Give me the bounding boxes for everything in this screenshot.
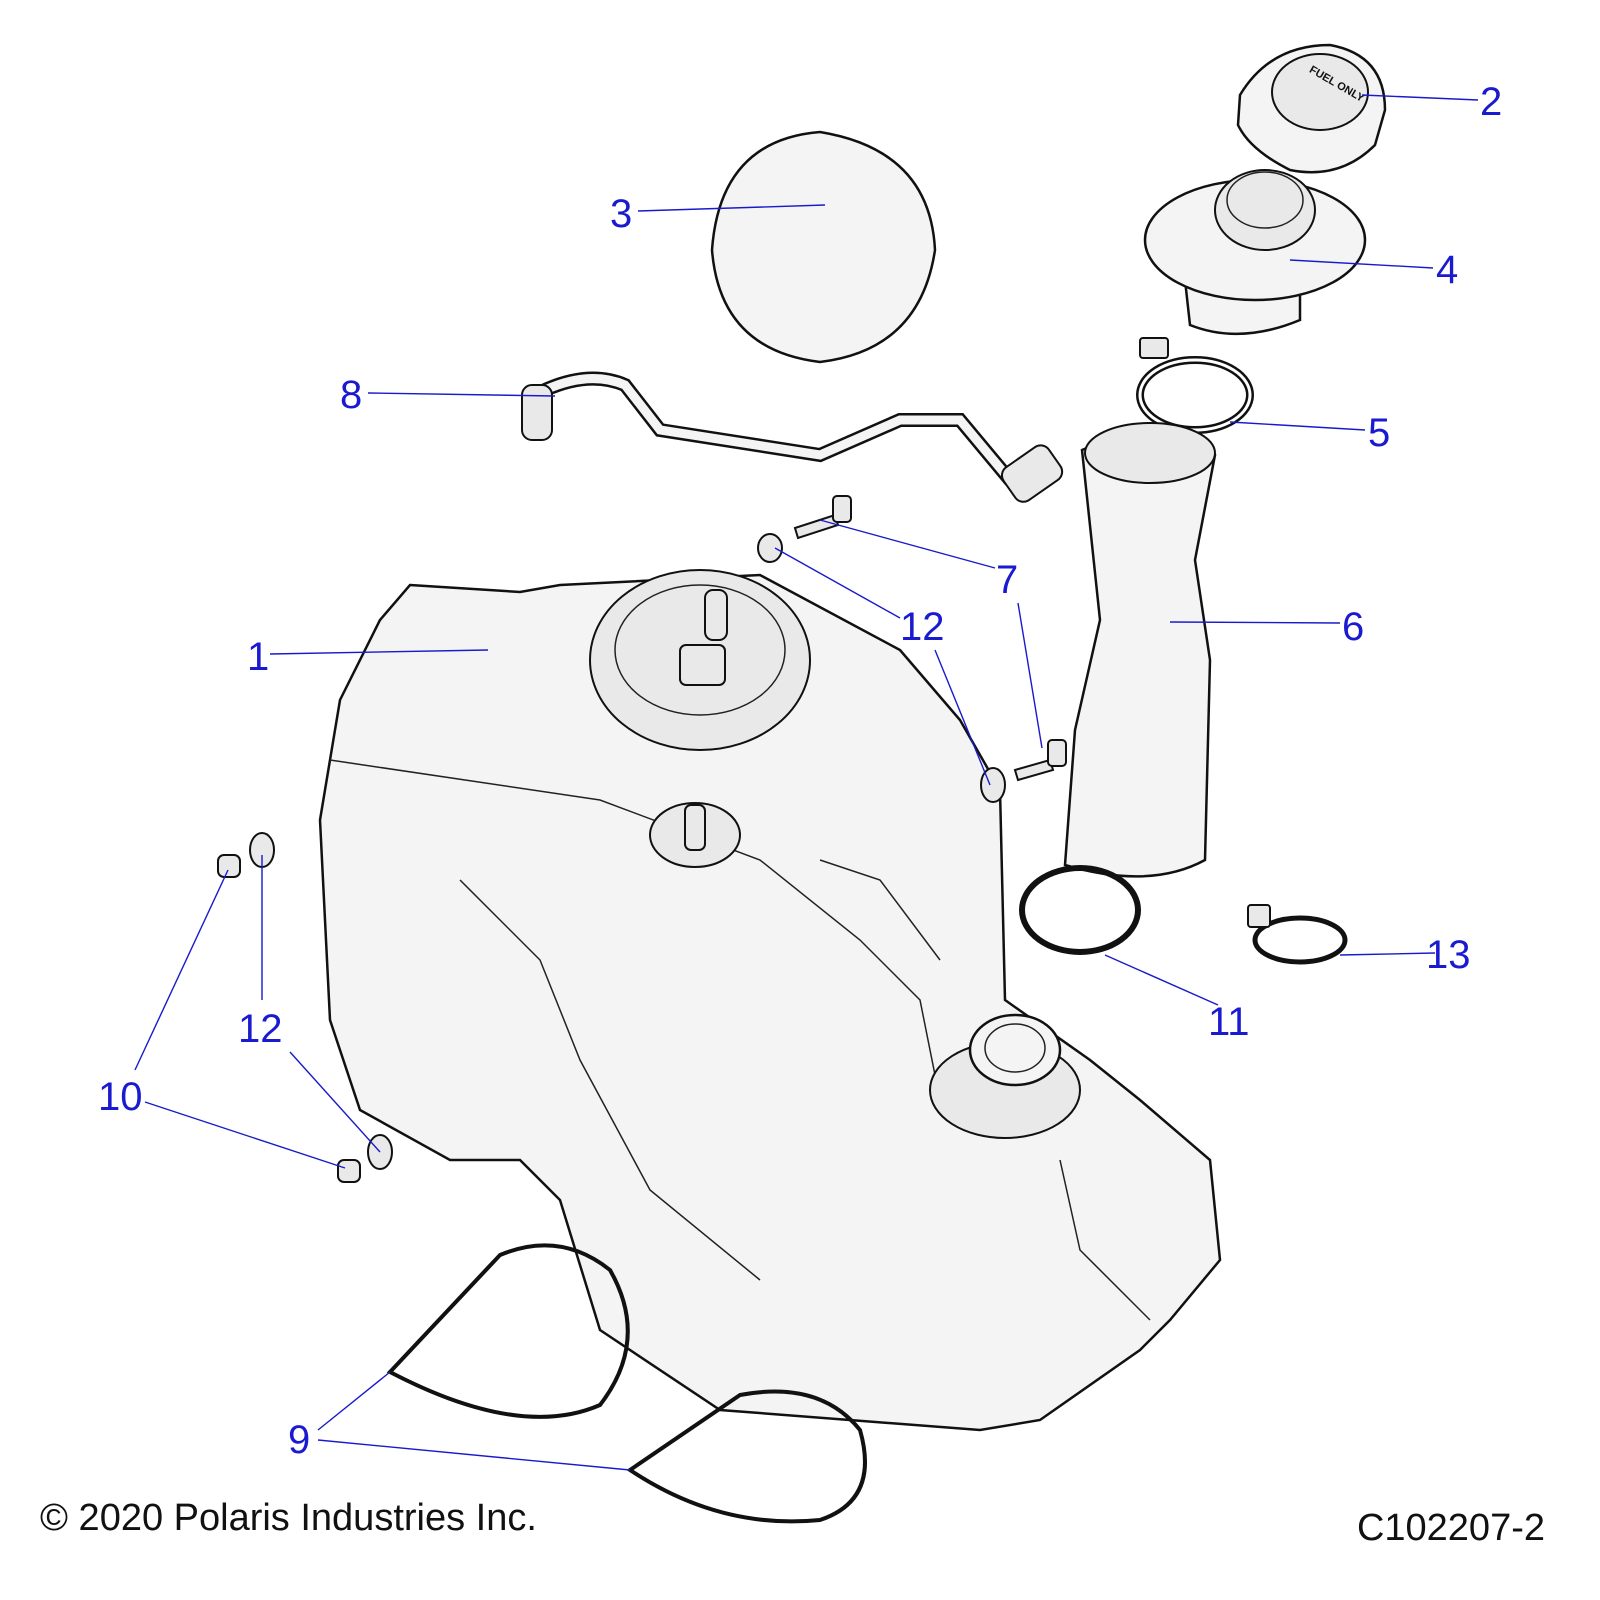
hose-clamp-lower — [1019, 865, 1141, 955]
callout-8: 8 — [340, 373, 362, 417]
tank-straps — [386, 1243, 867, 1524]
callout-11: 11 — [1208, 1000, 1250, 1044]
callout-3: 3 — [610, 192, 632, 236]
fuel-cap: FUEL ONLY — [1236, 43, 1387, 174]
filler-hose-opening — [1084, 422, 1216, 484]
callout-2: 2 — [1480, 80, 1502, 124]
callout-9: 9 — [288, 1418, 310, 1462]
leader-lines — [134, 94, 1479, 1471]
figure-code: C102207-2 — [1357, 1507, 1545, 1549]
small-hose-clamp — [1247, 904, 1348, 965]
callout-6: 6 — [1342, 605, 1364, 649]
washer — [757, 533, 783, 563]
callout-4: 4 — [1436, 248, 1458, 292]
filler-hose — [1063, 435, 1217, 878]
callout-1: 1 — [247, 635, 269, 679]
callout-12: 12 — [900, 605, 945, 649]
callout-5: 5 — [1368, 411, 1390, 455]
copyright-text: © 2020 Polaris Industries Inc. — [40, 1497, 537, 1539]
bolt-upper — [793, 495, 852, 540]
hose-clamp-upper — [1136, 337, 1254, 434]
bolt-lower — [1013, 739, 1067, 782]
heat-shield-dome — [710, 130, 937, 364]
callout-7: 7 — [996, 558, 1018, 602]
nut — [217, 854, 241, 878]
filler-neck — [1143, 169, 1367, 336]
vent-line — [521, 371, 1064, 503]
callout-13: 13 — [1426, 933, 1471, 977]
callout-12: 12 — [238, 1007, 283, 1051]
callout-10: 10 — [98, 1075, 143, 1119]
nut — [337, 1159, 361, 1183]
